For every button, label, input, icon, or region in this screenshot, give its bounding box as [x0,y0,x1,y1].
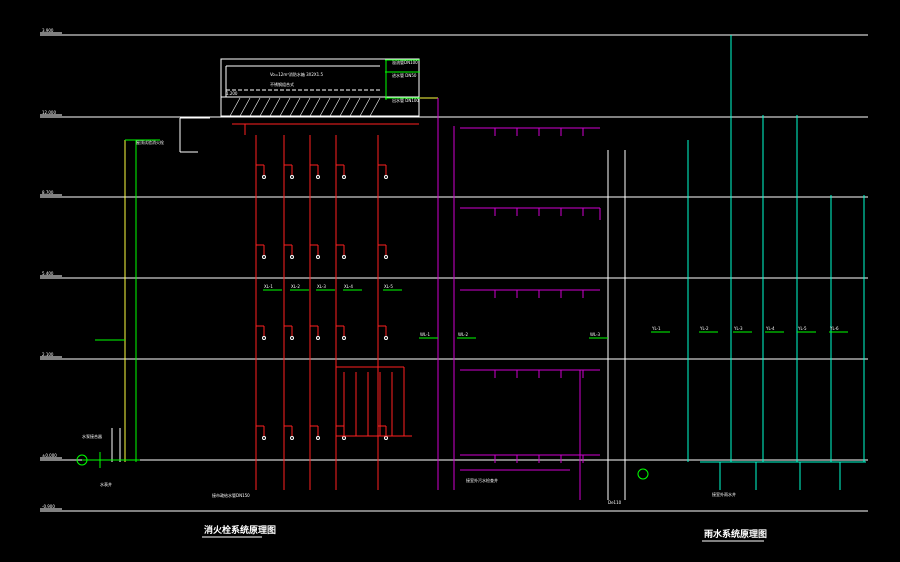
riser-label: WL-1 [420,332,431,337]
riser-label: XL-5 [384,284,393,289]
fire-hydrant [262,255,266,259]
riser-label: YL-6 [829,326,839,331]
pump-connector-label: 水泵接合器 [82,433,102,439]
riser-label: YL-4 [765,326,775,331]
riser-label: YL-3 [733,326,743,331]
floor-level-label: 12.000 [42,110,56,115]
rain-system-title: 雨水系统原理图 [704,528,767,540]
rain-outlet-note: 接室外雨水井 [712,491,736,497]
riser-label: YL-2 [699,326,709,331]
fire-hydrant [384,175,388,179]
tank-overflow-label: 溢流管DN100 [392,59,418,65]
fire-hydrant [384,255,388,259]
fire-hydrant [262,336,266,340]
fire-hydrant [262,175,266,179]
riser-label: XL-4 [344,284,353,289]
roof-water-tank: Vo=12m³消防水箱 3X2X1.5 不锈钢组合式 1.200 溢流管DN10… [220,58,438,117]
water-supply-riser [76,117,210,468]
hydrant-note: 屋顶试验消火栓 [136,139,164,145]
rain-system [637,35,866,490]
riser-label: WL-3 [590,332,601,337]
fire-hydrant [316,255,320,259]
fire-hydrant [316,436,320,440]
tank-inlet-label: 进水管 DN50 [392,72,417,78]
fire-hydrant [342,336,346,340]
fire-hydrant [316,175,320,179]
fire-bottom-note: 接市政给水管DN150 [212,492,250,498]
fire-hydrant [342,175,346,179]
fire-hydrant [290,255,294,259]
fire-system-title: 消火栓系统原理图 [204,524,276,536]
riser-label: XL-1 [264,284,273,289]
rain-inspection [637,468,649,480]
tank-label-main: Vo=12m³消防水箱 3X2X1.5 [270,71,323,77]
riser-label: XL-2 [291,284,300,289]
floor-level-label: -0.900 [42,504,55,509]
riser-labels: XL-1 XL-2 XL-3 XL-4 XL-5WL-1 WL-2 WL-3 YL-1 YL-2… [263,284,848,339]
floor-level-label: ±0.000 [42,453,57,458]
drain-branch-note: 接室外污水检查井 [466,477,498,483]
fire-hydrant [384,336,388,340]
riser-label: XL-3 [317,284,326,289]
tank-bottom-label: 1.200 [226,91,238,96]
floor-level-label: 3.900 [42,28,54,33]
fire-hydrant [342,255,346,259]
riser-label: YL-5 [797,326,807,331]
floor-level-label: 2.100 [42,352,54,357]
fire-hydrant-system [232,123,419,490]
fire-hydrant [316,336,320,340]
riser-label: YL-1 [651,326,661,331]
drain-system [437,98,626,500]
inlet-label: 水表井 [100,481,112,487]
fire-hydrant [290,436,294,440]
riser-label: WL-2 [458,332,469,337]
fire-hydrant [262,436,266,440]
tank-outlet-label: 出水管 DN100 [392,97,419,103]
fire-hydrant [290,175,294,179]
floor-level-label: 5.400 [42,271,54,276]
floor-level-label: 8.700 [42,190,54,195]
fire-hydrant [290,336,294,340]
floor-level-labels: 3.900 12.000 8.700 5.400 2.100 ±0.000 -0.900 [40,28,62,510]
tank-label-sub: 不锈钢组合式 [270,81,294,87]
drain-pipe-note: De110 [608,500,622,505]
